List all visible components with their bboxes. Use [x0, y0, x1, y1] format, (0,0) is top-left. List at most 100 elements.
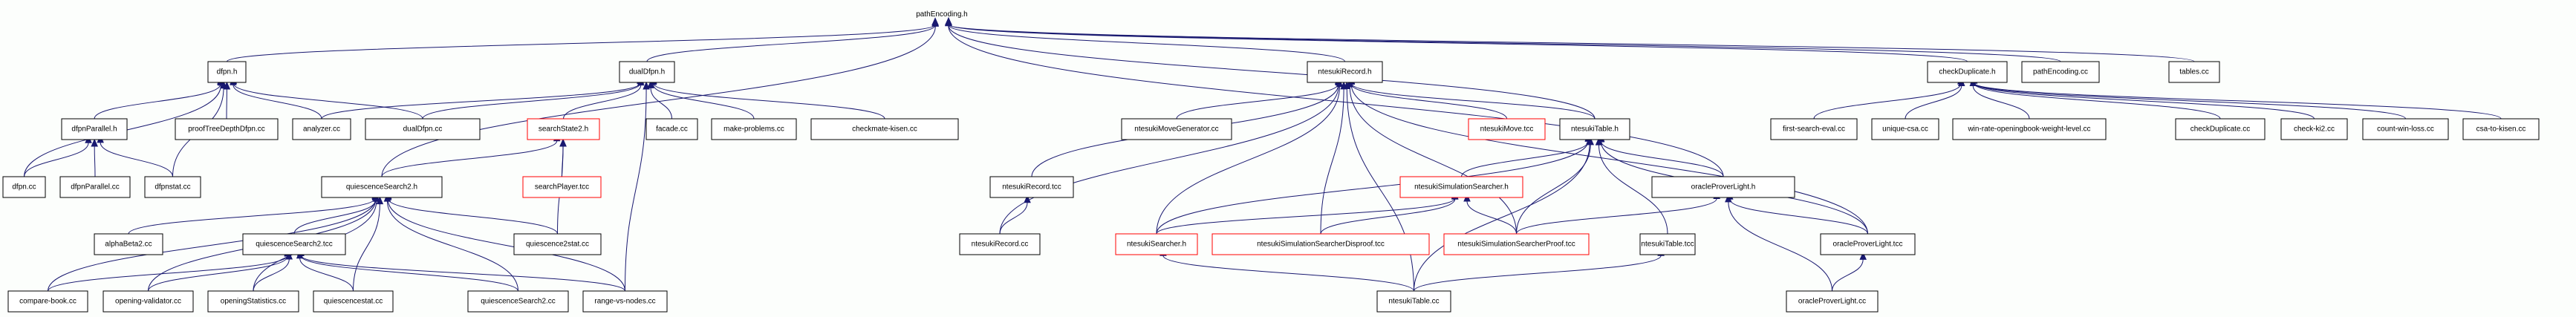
node-quiescenceSearch2-cc[interactable]: quiescenceSearch2.cc: [467, 290, 569, 313]
node-ntesukiSimSearcherProof-tcc[interactable]: ntesukiSimulationSearcherProof.tcc: [1443, 233, 1590, 255]
edge-line: [1973, 82, 2502, 120]
edge-line: [128, 198, 376, 235]
edge-line: [386, 201, 518, 292]
node-quiescencestat-cc[interactable]: quiescencestat.cc: [313, 290, 394, 313]
node-ntesukiSimSearcherDisproof-tcc[interactable]: ntesukiSimulationSearcherDisproof.tcc: [1211, 233, 1430, 255]
node-ntesukiSearcher-h[interactable]: ntesukiSearcher.h: [1115, 233, 1198, 255]
node-label: ntesukiSimulationSearcherProof.tcc: [1457, 241, 1575, 249]
edge-line: [321, 82, 641, 120]
node-label: ntesukiTable.h: [1571, 125, 1619, 134]
edge-line: [1972, 85, 2030, 120]
edge-unique_csa_cc-to-checkDuplicate_h: [1905, 78, 1965, 120]
edge-line: [948, 25, 1724, 177]
node-dfpnParallel-cc[interactable]: dfpnParallel.cc: [59, 176, 131, 198]
node-openingStatistics-cc[interactable]: openingStatistics.cc: [207, 290, 299, 313]
arrowhead-icon: [91, 138, 98, 147]
node-box: [522, 176, 602, 198]
node-checkmate-kisen-cc[interactable]: checkmate-kisen.cc: [810, 118, 959, 140]
edge-line: [1461, 141, 1589, 177]
node-ntesukiTable-h[interactable]: ntesukiTable.h: [1559, 118, 1630, 140]
edge-line: [1598, 145, 1668, 235]
arrowhead-icon: [1024, 195, 1031, 203]
node-dfpnstat-cc[interactable]: dfpnstat.cc: [144, 176, 201, 198]
arrowhead-icon: [1859, 252, 1867, 260]
node-proofTreeDepthDfpn-cc[interactable]: proofTreeDepthDfpn.cc: [175, 118, 279, 140]
node-facade-cc[interactable]: facade.cc: [645, 118, 698, 140]
node-label: searchState2.h: [539, 125, 588, 134]
edge-line: [948, 24, 1345, 62]
edge-quiescence2stat_cc-to-quiescenceSearch2_h: [385, 191, 558, 235]
node-compare-book-cc[interactable]: compare-book.cc: [7, 290, 88, 313]
node-ntesukiSimulationSearcher-h[interactable]: ntesukiSimulationSearcher.h: [1399, 176, 1523, 198]
node-box: [321, 176, 443, 198]
node-dualDfpn-h[interactable]: dualDfpn.h: [619, 61, 675, 83]
node-oracleProverLight-cc[interactable]: oracleProverLight.cc: [1786, 290, 1879, 313]
node-box: [1639, 233, 1696, 255]
edge-line: [1176, 83, 1339, 120]
node-label: oracleProverLight.cc: [1798, 298, 1866, 306]
node-label: ntesukiRecord.cc: [972, 241, 1029, 249]
edge-line: [646, 24, 936, 62]
node-pathEncoding-h: pathEncoding.h: [916, 10, 968, 19]
node-tables-cc[interactable]: tables.cc: [2168, 61, 2220, 83]
node-dfpnParallel-h[interactable]: dfpnParallel.h: [61, 118, 128, 140]
node-analyzer-cc[interactable]: analyzer.cc: [292, 118, 351, 140]
node-dfpn-h[interactable]: dfpn.h: [207, 61, 247, 83]
edge-ntesukiMove_tcc-to-ntesukiRecord_h: [1347, 76, 1507, 120]
node-searchPlayer-tcc[interactable]: searchPlayer.tcc: [522, 176, 602, 198]
node-checkDuplicate-h[interactable]: checkDuplicate.h: [1927, 61, 2008, 83]
node-dualDfpn-cc[interactable]: dualDfpn.cc: [365, 118, 481, 140]
node-quiescence2stat-cc[interactable]: quiescence2stat.cc: [513, 233, 602, 255]
node-box: [582, 290, 668, 313]
node-box: [1927, 61, 2008, 83]
node-ntesukiRecord-h[interactable]: ntesukiRecord.h: [1307, 61, 1383, 83]
edge-line: [1973, 82, 2406, 120]
node-csa-to-kisen-cc[interactable]: csa-to-kisen.cc: [2462, 118, 2540, 140]
edge-first_search_eval_cc-to-checkDuplicate_h: [1813, 76, 1965, 120]
edge-line: [948, 24, 2195, 62]
edge-line: [653, 83, 885, 120]
node-win-rate-cc[interactable]: win-rate-openingbook-weight-level.cc: [1952, 118, 2107, 140]
node-label: ntesukiRecord.h: [1318, 68, 1371, 76]
node-count-win-loss-cc[interactable]: count-win-loss.cc: [2362, 118, 2449, 140]
node-ntesukiRecord-tcc[interactable]: ntesukiRecord.tcc: [989, 176, 1074, 198]
node-dfpn-cc[interactable]: dfpn.cc: [2, 176, 46, 198]
node-make-problems-cc[interactable]: make-problems.cc: [711, 118, 797, 140]
edge-checkDuplicate_h-to-pathEncoding_h: [945, 17, 1968, 62]
edge-line: [1320, 88, 1344, 235]
edge-line: [1466, 200, 1517, 235]
node-first-search-eval-cc[interactable]: first-search-eval.cc: [1770, 118, 1858, 140]
edge-line: [1729, 199, 1868, 235]
node-ntesukiTable-cc[interactable]: ntesukiTable.cc: [1376, 290, 1451, 313]
node-alphaBeta2-cc[interactable]: alphaBeta2.cc: [94, 233, 163, 255]
node-ntesukiMove-tcc[interactable]: ntesukiMove.tcc: [1468, 118, 1546, 140]
node-pathEncoding-cc[interactable]: pathEncoding.cc: [2021, 61, 2100, 83]
node-ntesukiRecord-cc[interactable]: ntesukiRecord.cc: [959, 233, 1041, 255]
node-label: oracleProverLight.tcc: [1833, 241, 1903, 249]
node-ntesukiMoveGenerator-cc[interactable]: ntesukiMoveGenerator.cc: [1121, 118, 1232, 140]
node-unique-csa-cc[interactable]: unique-csa.cc: [1871, 118, 1939, 140]
edge-line: [650, 88, 672, 120]
node-label: dualDfpn.cc: [403, 125, 443, 134]
node-box: [59, 176, 131, 198]
node-box: [989, 176, 1074, 198]
node-label: dfpn.cc: [12, 183, 36, 192]
edge-line: [1414, 255, 1662, 292]
node-opening-validator-cc[interactable]: opening-validator.cc: [103, 290, 194, 313]
node-check-ki2-cc[interactable]: check-ki2.cc: [2280, 118, 2348, 140]
node-box: [1211, 233, 1430, 255]
node-oracleProverLight-h[interactable]: oracleProverLight.h: [1651, 176, 1795, 198]
node-label: count-win-loss.cc: [2377, 125, 2434, 134]
node-searchState2-h[interactable]: searchState2.h: [527, 118, 600, 140]
edge-line: [293, 200, 377, 235]
edge-line: [1350, 83, 1596, 120]
node-range-vs-nodes-cc[interactable]: range-vs-nodes.cc: [582, 290, 668, 313]
node-ntesukiTable-tcc[interactable]: ntesukiTable.tcc: [1639, 233, 1696, 255]
node-checkDuplicate-cc[interactable]: checkDuplicate.cc: [2175, 118, 2266, 140]
node-box: [61, 118, 128, 140]
node-oracleProverLight-tcc[interactable]: oracleProverLight.tcc: [1820, 233, 1916, 255]
node-quiescenceSearch2-h[interactable]: quiescenceSearch2.h: [321, 176, 443, 198]
node-label: oracleProverLight.h: [1691, 183, 1756, 192]
node-quiescenceSearch2-tcc[interactable]: quiescenceSearch2.tcc: [242, 233, 346, 255]
